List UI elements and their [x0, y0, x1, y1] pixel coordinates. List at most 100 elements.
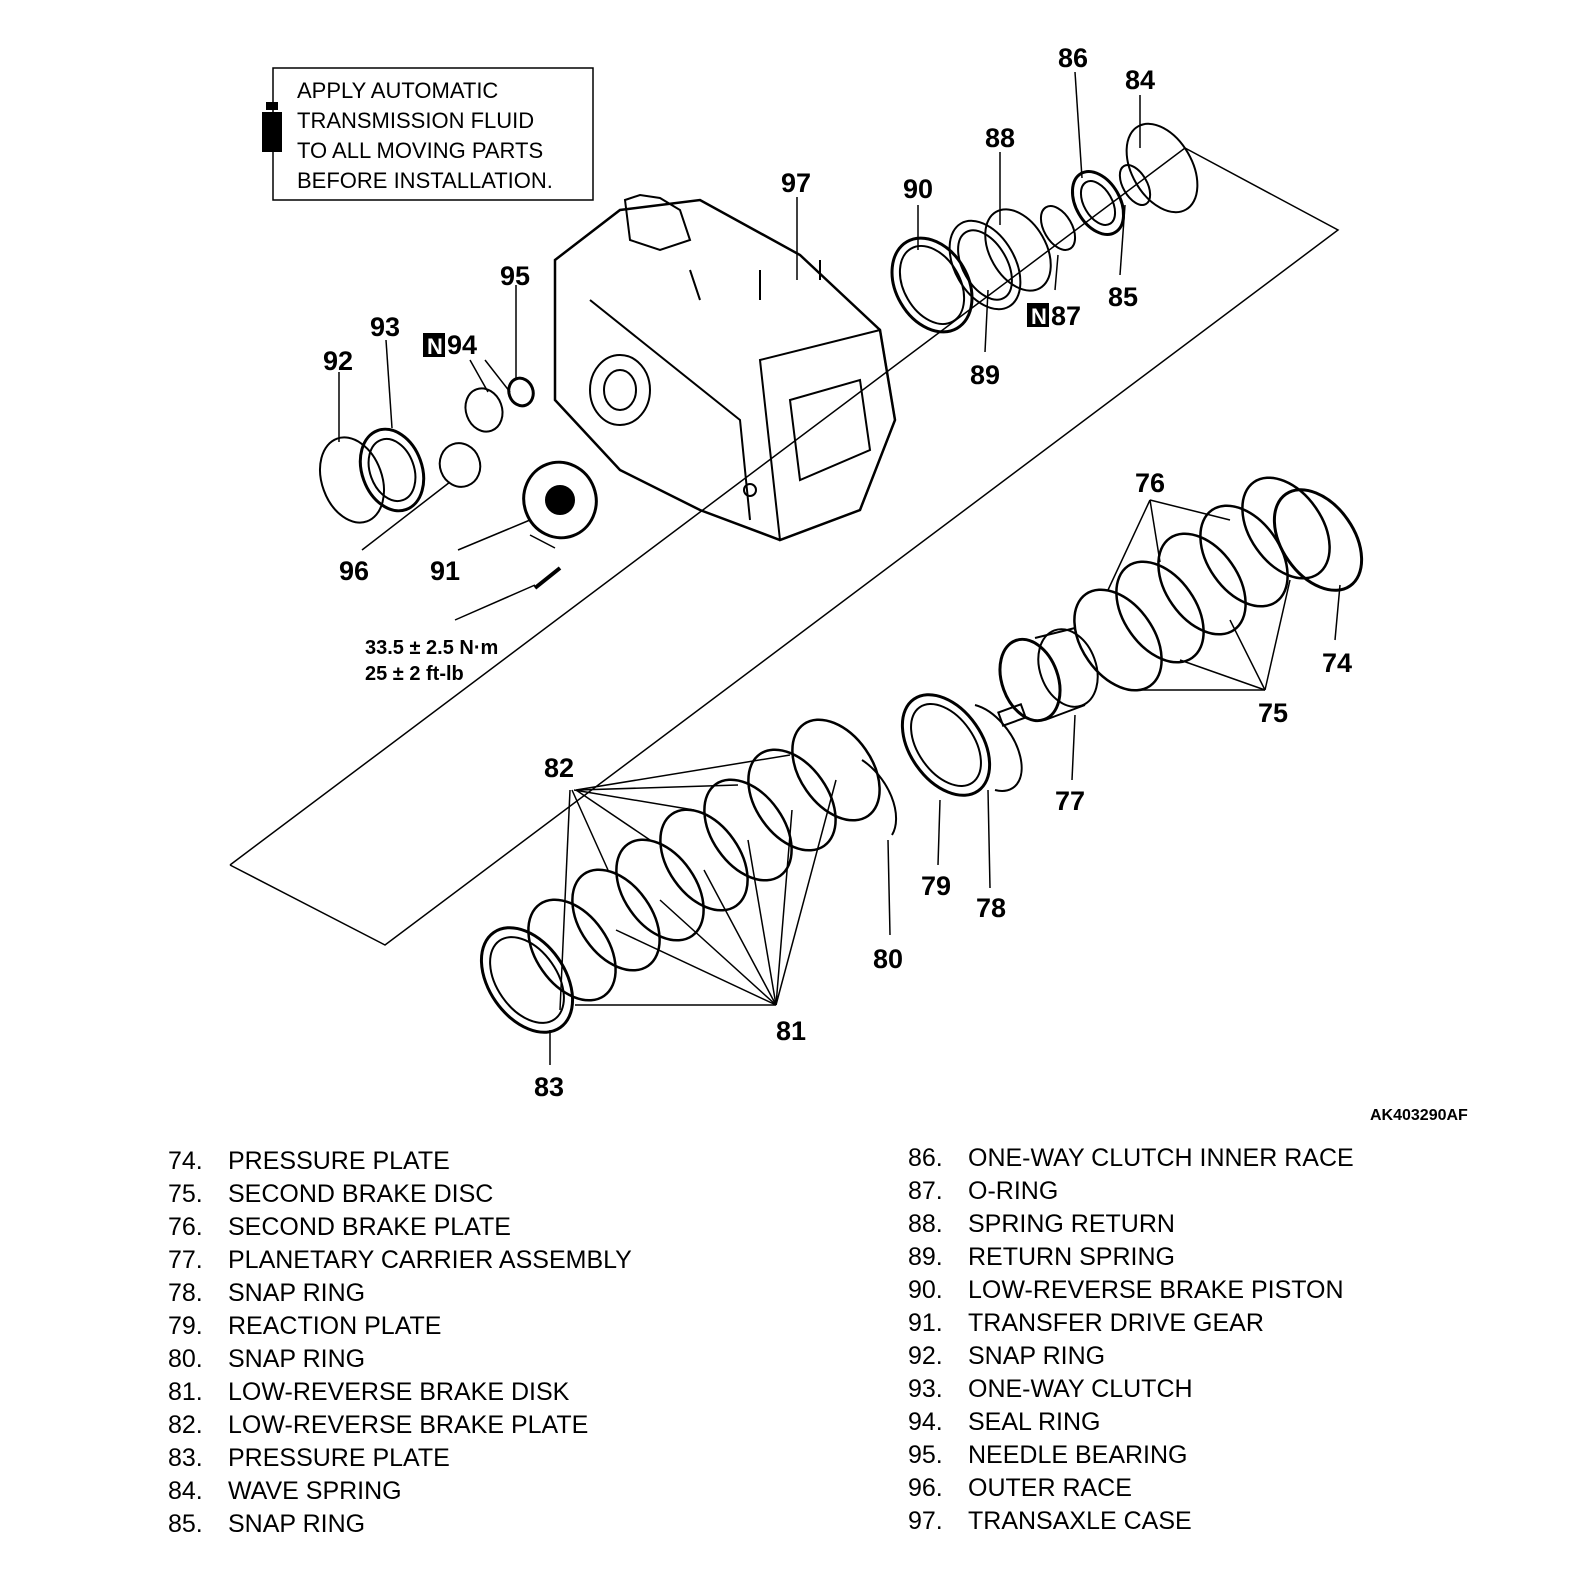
legend-item: 80. SNAP RING: [168, 1343, 808, 1376]
part-79-reaction-plate: [900, 693, 992, 797]
callout-80: 80: [873, 944, 903, 974]
legend-item: 81.LOW-REVERSE BRAKE DISK: [168, 1376, 808, 1409]
low-reverse-piston-group: [890, 122, 1199, 334]
legend-label: O-RING: [968, 1177, 1059, 1205]
callout-81: 81: [776, 1016, 806, 1046]
legend-item: 83.PRESSURE PLATE: [168, 1442, 808, 1475]
legend-number: 86.: [908, 1144, 943, 1172]
callout-79: 79: [921, 871, 951, 901]
legend-number: 75.: [168, 1180, 203, 1208]
callout-88: 88: [985, 123, 1015, 153]
legend-number: 95.: [908, 1441, 943, 1469]
legend-item: 97.TRANSAXLE CASE: [908, 1505, 1548, 1538]
legend-number: 84.: [168, 1477, 203, 1505]
legend-number: 88.: [908, 1210, 943, 1238]
callout-97: 97: [781, 168, 811, 198]
legend-item: 82.LOW-REVERSE BRAKE PLATE: [168, 1409, 808, 1442]
legend-item: 89. RETURN SPRING: [908, 1241, 1548, 1274]
note-line-4: BEFORE INSTALLATION.: [297, 168, 553, 193]
legend-item: 74.PRESSURE PLATE: [168, 1145, 808, 1178]
legend-item: 78. SNAP RING: [168, 1277, 808, 1310]
legend-label: RETURN SPRING: [968, 1243, 1175, 1271]
legend-number: 85.: [168, 1510, 203, 1538]
legend-item: 84. WAVE SPRING: [168, 1475, 808, 1508]
part-96-outer-race: [438, 442, 482, 488]
legend-label: WAVE SPRING: [228, 1477, 402, 1505]
callout-74: 74: [1322, 648, 1352, 678]
callout-75: 75: [1258, 698, 1288, 728]
part-94-seal-ring: [464, 387, 504, 433]
legend-number: 94.: [908, 1408, 943, 1436]
legend-label: SPRING RETURN: [968, 1210, 1175, 1238]
callout-87: 87: [1051, 301, 1081, 331]
callout-91: 91: [430, 556, 460, 586]
legend-item: 86.ONE-WAY CLUTCH INNER RACE: [908, 1142, 1548, 1175]
new-part-label-94: N: [427, 334, 443, 359]
note-line-1: APPLY AUTOMATIC: [297, 78, 498, 103]
legend-number: 83.: [168, 1444, 203, 1472]
note-line-2: TRANSMISSION FLUID: [297, 108, 534, 133]
transfer-gear-group: [319, 376, 598, 590]
part-88-spring-return: [984, 208, 1052, 292]
exploded-view-diagram: APPLY AUTOMATIC TRANSMISSION FLUID TO AL…: [229, 43, 1468, 1124]
legend-item: 85. SNAP RING: [168, 1508, 808, 1541]
legend-number: 92.: [908, 1342, 943, 1370]
legend-item: 79.REACTION PLATE: [168, 1310, 808, 1343]
legend-item: 90.LOW-REVERSE BRAKE PISTON: [908, 1274, 1548, 1307]
part-91-drive-gear: [522, 460, 598, 540]
torque-imperial: 25 ± 2 ft-lb: [365, 663, 464, 685]
legend-label: OUTER RACE: [968, 1474, 1132, 1502]
legend-number: 89.: [908, 1243, 943, 1271]
part-77-planetary-carrier: [997, 627, 1099, 727]
legend-number: 80.: [168, 1345, 203, 1373]
legend-number: 74.: [168, 1147, 203, 1175]
part-89-return-spring: [948, 219, 1022, 311]
callout-85: 85: [1108, 282, 1138, 312]
part-85-snap-ring: [1118, 164, 1152, 206]
new-part-mark-87: N: [1027, 303, 1049, 329]
legend-label: NEEDLE BEARING: [968, 1441, 1188, 1469]
callout-78: 78: [976, 893, 1006, 923]
atf-note-box: [262, 67, 594, 201]
legend-label: LOW-REVERSE BRAKE DISK: [228, 1378, 570, 1406]
part-74-pressure-plate: [1272, 488, 1364, 592]
legend-label: SNAP RING: [228, 1345, 366, 1373]
torque-metric: 33.5 ± 2.5 N·m: [365, 637, 498, 659]
legend-label: SNAP RING: [228, 1279, 366, 1307]
bolt: [533, 566, 562, 590]
callout-89: 89: [970, 360, 1000, 390]
legend-item: 75.SECOND BRAKE DISC: [168, 1178, 808, 1211]
legend-label: SECOND BRAKE PLATE: [228, 1213, 511, 1241]
legend-number: 96.: [908, 1474, 943, 1502]
part-93-one-way-clutch: [358, 427, 426, 513]
legend-number: 78.: [168, 1279, 203, 1307]
legend-label: SEAL RING: [968, 1408, 1101, 1436]
legend-number: 87.: [908, 1177, 943, 1205]
part-87-o-ring: [1039, 205, 1077, 251]
callout-77: 77: [1055, 786, 1085, 816]
legend-item: 87. O-RING: [908, 1175, 1548, 1208]
legend-label: SNAP RING: [228, 1510, 366, 1538]
legend-label: LOW-REVERSE BRAKE PISTON: [968, 1276, 1344, 1304]
part-90-piston: [890, 236, 974, 334]
transaxle-case: [553, 193, 897, 542]
legend-item: 77.PLANETARY CARRIER ASSEMBLY: [168, 1244, 808, 1277]
part-84-wave-spring: [1125, 122, 1199, 214]
callout-83: 83: [534, 1072, 564, 1102]
leader-lines: [338, 71, 1341, 1065]
part-80-snap-ring: [861, 759, 898, 836]
legend-number: 76.: [168, 1213, 203, 1241]
callout-94: 94: [447, 330, 477, 360]
legend-label: LOW-REVERSE BRAKE PLATE: [228, 1411, 589, 1439]
new-part-mark-94: N: [423, 333, 445, 359]
callout-96: 96: [339, 556, 369, 586]
parts-legend-left: 74.PRESSURE PLATE 75.SECOND BRAKE DISC 7…: [168, 1145, 808, 1541]
parts-legend-right: 86.ONE-WAY CLUTCH INNER RACE 87. O-RING 8…: [908, 1142, 1548, 1538]
figure-id: AK403290AF: [1370, 1107, 1468, 1124]
legend-item: 95. NEEDLE BEARING: [908, 1439, 1548, 1472]
legend-number: 91.: [908, 1309, 943, 1337]
legend-item: 76. SECOND BRAKE PLATE: [168, 1211, 808, 1244]
new-part-label-87: N: [1031, 304, 1047, 329]
legend-item: 96. OUTER RACE: [908, 1472, 1548, 1505]
group-bracket: [229, 147, 1340, 946]
